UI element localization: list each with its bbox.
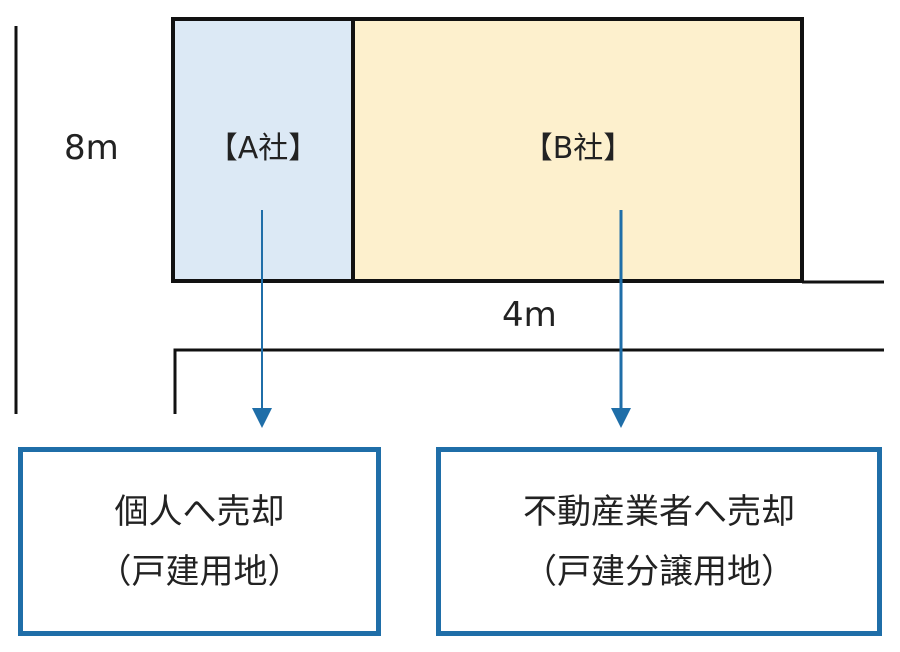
arrow-b-head (611, 408, 631, 428)
south-road-width-label: 4m (502, 295, 557, 335)
outcome-b-line1: 不動産業者へ売却 (523, 491, 795, 532)
outcome-a-line2: （戸建用地） (97, 551, 302, 592)
outcome-a-line1: 個人へ売却 (114, 491, 285, 532)
arrow-a-head (252, 408, 272, 428)
outcome-box-b: 不動産業者へ売却 （戸建分譲用地） (436, 447, 882, 636)
outcome-b-line2: （戸建分譲用地） (523, 551, 795, 592)
outcome-box-a: 個人へ売却 （戸建用地） (18, 447, 381, 636)
lot-b-label: 【B社】 (522, 131, 634, 166)
south-road-south-edge (173, 348, 884, 414)
west-road-width-label: 8m (64, 128, 119, 168)
lot-b (351, 17, 804, 283)
lot-a-label: 【A社】 (207, 131, 319, 166)
